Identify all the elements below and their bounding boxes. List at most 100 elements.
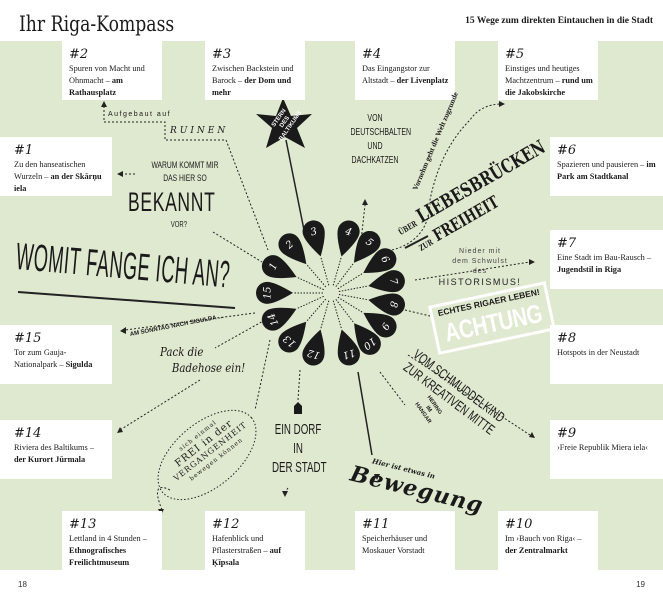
petal-ray [332,300,343,330]
tip-text: Spuren von Macht und Ohnmacht – [69,64,145,85]
tip-highlight: der Kurort Jūrmala [14,455,86,464]
petal-ray [305,263,327,288]
petal-11[interactable]: 11 [332,300,360,366]
page-subtitle: 15 Wege zum direkten Eintauchen in die S… [465,16,653,26]
tip-text: Speicherhäuser und Moskauer Vorstadt [362,534,428,555]
petal-number: 5 [363,236,375,249]
page-number-left: 18 [18,580,27,589]
petal-7[interactable]: 7 [338,270,405,293]
petal-number: 7 [387,277,399,286]
petal-ray [296,276,324,291]
tip-number: #13 [69,517,97,532]
tip-highlight: der Dom und mehr [212,76,292,97]
petal-10[interactable]: 10 [335,299,381,355]
tip-text: Hafenblick und Pflasterstraßen – [212,534,270,555]
house-icon [294,402,302,414]
tip-highlight: rund um die Jakobskirche [505,76,593,97]
tip-highlight: auf Ķīpsala [212,546,282,567]
petal-shape [337,329,360,366]
petal-2[interactable]: 2 [278,233,327,288]
petal-shape [353,230,381,263]
tip-number: #11 [362,517,390,532]
petal-ray [320,300,330,330]
tip-highlight: an der Skārņu iela [14,172,102,193]
petal-shape [278,233,307,265]
petal-13[interactable]: 13 [278,298,327,353]
petal-8[interactable]: 8 [338,293,405,316]
tip-text: Riviera des Baltikums – [14,443,94,452]
petal-ray [337,272,364,290]
petal-shape [261,307,297,331]
petal-5[interactable]: 5 [335,230,381,287]
petal-ray [332,256,342,286]
petal-ray [338,285,369,293]
petal-ray [338,293,369,301]
petal-number: 11 [341,346,356,360]
tip-box-9[interactable]: #9 ›Freie Republik Miera iela‹ [550,420,663,479]
petal-3[interactable]: 3 [302,220,330,286]
tip-number: #6 [557,143,577,158]
tip-number: #15 [14,331,42,346]
tip-number: #5 [505,47,525,62]
tip-text: ›Freie Republik Miera iela‹ [557,443,649,452]
tip-number: #8 [557,331,577,346]
tip-number: #14 [14,426,42,441]
petal-shape [337,220,360,257]
annotation-ruinen: RUINEN [170,126,229,136]
tip-highlight: Sigulda [65,360,93,369]
petal-shape [278,321,307,353]
background-panel [0,41,663,570]
tip-number: #2 [69,47,89,62]
tip-text: Hotspots in der Neustadt [557,348,640,357]
petal-shape [354,323,381,355]
petal-ray [337,296,364,314]
annotation-vor: VOR? [170,220,188,229]
petal-number: 14 [266,311,281,327]
petal-12[interactable]: 12 [302,300,330,366]
petal-number: 3 [309,226,318,238]
petal-shape [368,270,405,293]
tip-text: Eine Stadt im Bau-Rausch – [557,253,652,262]
star-icon [256,98,312,148]
tip-number: #9 [557,426,577,441]
tip-number: #7 [557,236,577,251]
petal-9[interactable]: 9 [337,296,397,338]
petal-15[interactable]: 15 [256,281,324,304]
petal-14[interactable]: 14 [261,295,324,331]
petal-shape [363,312,397,338]
petal-number: 4 [343,226,353,239]
petal-number: 12 [306,347,321,361]
tip-text: Spazieren und pausieren – [557,160,647,169]
petal-4[interactable]: 4 [332,220,360,286]
petal-6[interactable]: 6 [337,248,397,290]
petal-ray [296,295,324,310]
petal-ray [335,299,355,324]
petal-shape [261,255,297,279]
petal-number: 6 [378,254,391,266]
annotation-bekannt: BEKANNT [128,187,216,217]
petal-1[interactable]: 1 [261,255,324,291]
page-number-right: 19 [636,580,645,589]
tip-text: Das Eingangstor zur Altstadt – [362,64,430,85]
